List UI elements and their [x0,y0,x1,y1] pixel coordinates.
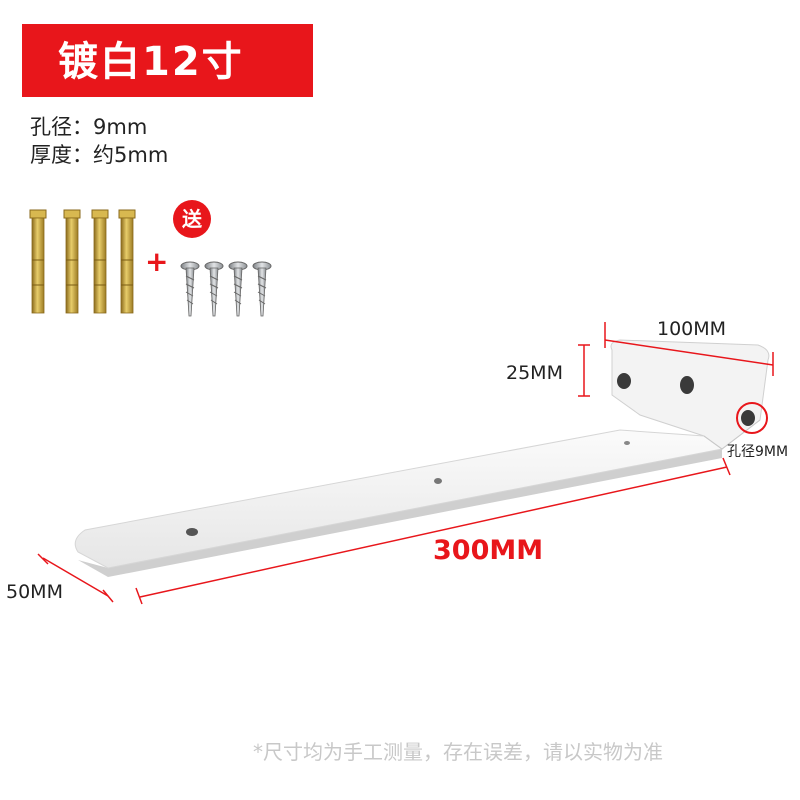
plate-hole-3 [624,441,630,445]
plate-hole-1 [186,528,198,536]
plate-hole-2 [434,478,442,484]
measurement-footnote: *尺寸均为手工测量，存在误差，请以实物为准 [253,740,663,764]
flange-height-label: 25MM [506,362,563,384]
anchor-bolt-1 [29,209,47,314]
anchor-bolt-3 [91,209,109,314]
flange-hole-2 [680,376,694,394]
screw-2 [204,261,224,317]
flange-hole-3 [741,410,755,426]
main-length-label: 300MM [433,535,544,566]
hole-diameter-spec: 孔径：9mm [30,115,148,139]
title-banner [22,24,313,97]
product-title: 镀白12寸 [58,39,244,85]
hole-callout-label: 孔径9MM [727,444,789,460]
dimension-lines [37,322,774,605]
anchor-bolt-4 [118,209,136,314]
screw-1 [180,261,200,317]
wood-screws [180,261,272,317]
l-bracket [74,339,770,577]
anchor-bolts [29,209,136,314]
screw-4 [252,261,272,317]
gift-badge: 送 [173,200,211,238]
screw-3 [228,261,248,317]
flange-length-label: 100MM [657,318,727,340]
main-width-label: 50MM [6,581,63,603]
hole-highlight-circle [736,402,768,434]
anchor-bolt-2 [63,209,81,314]
flange-hole-1 [617,373,631,389]
thickness-spec: 厚度：约5mm [30,143,169,167]
plus-sign: + [145,245,169,278]
